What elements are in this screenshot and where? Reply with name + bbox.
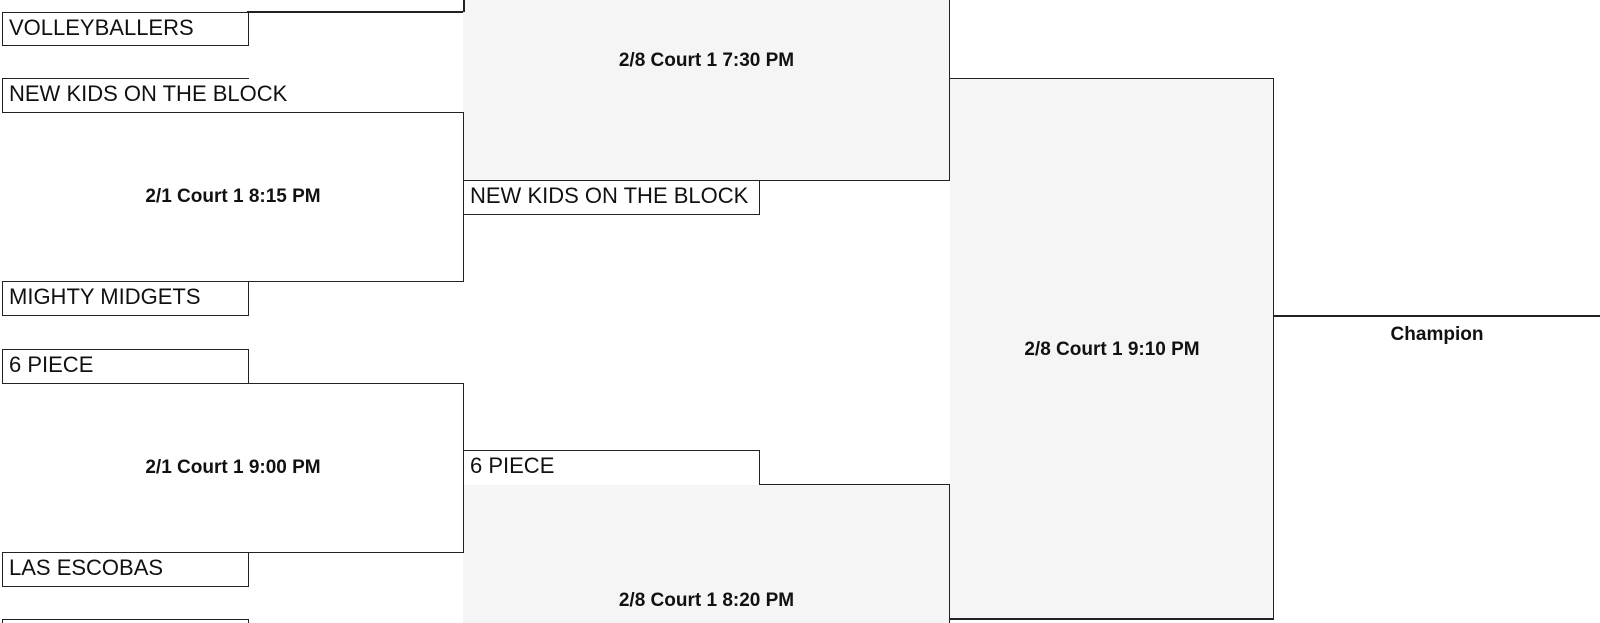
r2-match-lower-box bbox=[463, 484, 950, 623]
team-name: NEW KIDS ON THE BLOCK bbox=[470, 183, 749, 208]
team-slot-6-piece-r2: 6 PIECE bbox=[463, 450, 760, 485]
team-slot-las-escobas: LAS ESCOBAS bbox=[2, 553, 249, 587]
final-match-label: 2/8 Court 1 9:10 PM bbox=[1024, 339, 1200, 360]
team-name: NEW KIDS ON THE BLOCK bbox=[9, 81, 288, 106]
r2-match-upper-label: 2/8 Court 1 7:30 PM bbox=[618, 50, 795, 71]
r1-top-connector bbox=[247, 11, 463, 13]
r1-match-2-label: 2/1 Court 1 9:00 PM bbox=[145, 457, 321, 478]
team-name: LAS ESCOBAS bbox=[9, 555, 164, 580]
final-match-box bbox=[950, 78, 1274, 619]
team-name: MIGHTY MIDGETS bbox=[9, 284, 201, 309]
r1-top-vertical bbox=[463, 0, 465, 12]
r2-match-lower-label: 2/8 Court 1 8:20 PM bbox=[618, 590, 795, 611]
team-name: VOLLEYBALLERS bbox=[9, 15, 194, 40]
r1-match-1-label: 2/1 Court 1 8:15 PM bbox=[145, 186, 321, 207]
team-slot-volleyballers: VOLLEYBALLERS bbox=[2, 12, 249, 46]
team-slot-mighty-midgets: MIGHTY MIDGETS bbox=[2, 282, 249, 316]
team-slot-new-kids-r1: NEW KIDS ON THE BLOCK bbox=[2, 78, 287, 113]
r2-lower-final-connector bbox=[950, 618, 1274, 620]
team-name: 6 PIECE bbox=[470, 453, 555, 478]
team-name: 6 PIECE bbox=[9, 352, 94, 377]
team-slot-6-piece-r1: 6 PIECE bbox=[2, 349, 249, 384]
team-slot-new-kids-r2: NEW KIDS ON THE BLOCK bbox=[463, 181, 760, 215]
champion-line bbox=[1274, 315, 1600, 317]
champion-label: Champion bbox=[1390, 324, 1484, 345]
r2-match-upper-box bbox=[463, 0, 950, 181]
team-slot-cutoff bbox=[2, 619, 249, 623]
